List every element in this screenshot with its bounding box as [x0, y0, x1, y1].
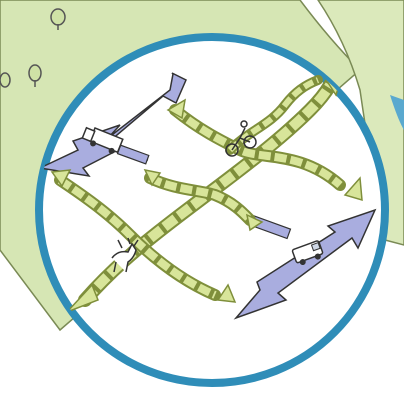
tree-icon [0, 73, 10, 87]
